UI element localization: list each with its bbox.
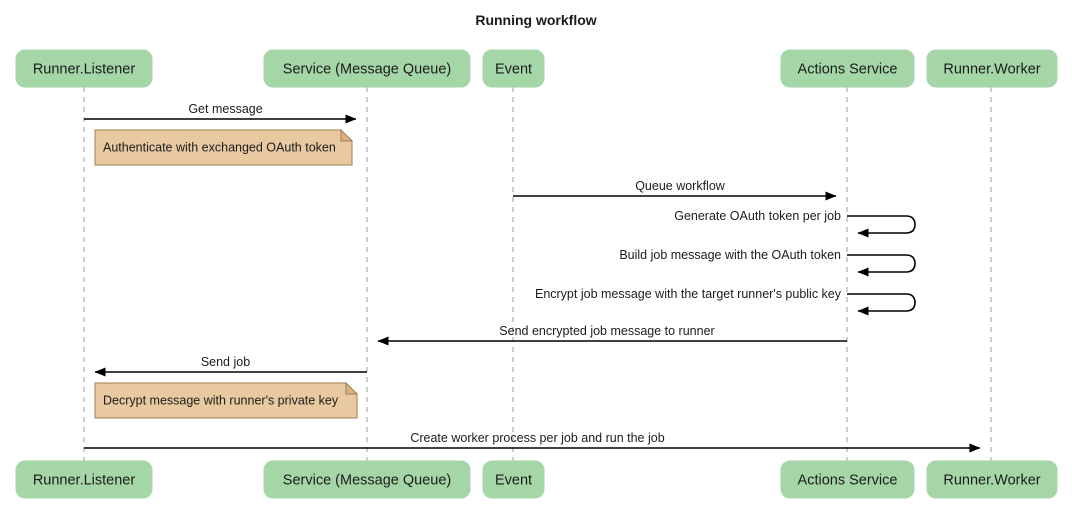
participant-box <box>482 49 545 88</box>
self-loop-path <box>847 293 916 316</box>
note-fold-corner-icon <box>340 128 354 142</box>
diagram-title: Running workflow <box>475 12 596 28</box>
participant-box <box>15 460 153 499</box>
message-label: Get message <box>188 102 262 116</box>
participant-actions-service-bottom[interactable]: Actions Service <box>780 460 915 499</box>
message-build-job-message-with-oauth-token: Build job message with the OAuth token <box>619 248 916 277</box>
participant-box <box>926 460 1058 499</box>
participant-service-message-queue-bottom[interactable]: Service (Message Queue) <box>263 460 471 499</box>
participant-runner-worker-top[interactable]: Runner.Worker <box>926 49 1058 88</box>
participant-box <box>263 460 471 499</box>
message-label: Queue workflow <box>635 179 726 193</box>
participant-runner-worker-bottom[interactable]: Runner.Worker <box>926 460 1058 499</box>
message-label: Encrypt job message with the target runn… <box>535 287 842 301</box>
self-loop-path <box>847 215 916 238</box>
lifelines-group <box>83 87 992 461</box>
message-label: Build job message with the OAuth token <box>619 248 841 262</box>
participant-label: Event <box>495 473 532 489</box>
note-fold-corner-icon <box>345 381 359 395</box>
participant-label: Service (Message Queue) <box>283 62 451 78</box>
message-label: Generate OAuth token per job <box>674 209 841 223</box>
message-get-message: Get message <box>84 102 357 124</box>
participant-box <box>482 460 545 499</box>
note-authenticate: Authenticate with exchanged OAuth token <box>94 128 354 166</box>
participant-event-top[interactable]: Event <box>482 49 545 88</box>
message-label: Create worker process per job and run th… <box>410 431 664 445</box>
participant-service-message-queue-top[interactable]: Service (Message Queue) <box>263 49 471 88</box>
participant-runner-listener-top[interactable]: Runner.Listener <box>15 49 153 88</box>
participant-box <box>780 460 915 499</box>
participant-label: Actions Service <box>798 473 898 489</box>
participant-actions-service-top[interactable]: Actions Service <box>780 49 915 88</box>
participant-runner-listener-bottom[interactable]: Runner.Listener <box>15 460 153 499</box>
participant-label: Runner.Worker <box>943 473 1040 489</box>
participant-label: Actions Service <box>798 62 898 78</box>
participant-label: Event <box>495 62 532 78</box>
note-decrypt: Decrypt message with runner's private ke… <box>94 381 359 419</box>
message-label: Send job <box>201 355 250 369</box>
message-label: Send encrypted job message to runner <box>499 324 714 338</box>
notes-group: Authenticate with exchanged OAuth tokenD… <box>94 128 359 419</box>
message-create-worker-process-per-job: Create worker process per job and run th… <box>84 431 981 453</box>
participant-box <box>926 49 1058 88</box>
message-send-encrypted-job-message-to-runner: Send encrypted job message to runner <box>377 324 847 346</box>
participant-box <box>780 49 915 88</box>
message-send-job: Send job <box>94 355 367 377</box>
participants-bottom-group: Runner.Listener Service (Message Queue) Ev… <box>15 460 1058 499</box>
participant-label: Runner.Listener <box>33 473 136 489</box>
participant-event-bottom[interactable]: Event <box>482 460 545 499</box>
participant-label: Runner.Worker <box>943 62 1040 78</box>
note-body <box>94 382 358 419</box>
participants-top-group: Runner.Listener Service (Message Queue) Ev… <box>15 49 1058 88</box>
participant-box <box>263 49 471 88</box>
message-queue-workflow: Queue workflow <box>513 179 837 201</box>
participant-box <box>15 49 153 88</box>
participant-label: Service (Message Queue) <box>283 473 451 489</box>
message-encrypt-job-message-public-key: Encrypt job message with the target runn… <box>535 287 916 316</box>
message-generate-oauth-token-per-job: Generate OAuth token per job <box>674 209 916 238</box>
participant-label: Runner.Listener <box>33 62 136 78</box>
self-loop-path <box>847 254 916 277</box>
note-label: Decrypt message with runner's private ke… <box>103 394 339 408</box>
note-label: Authenticate with exchanged OAuth token <box>103 141 336 155</box>
note-body <box>94 129 353 166</box>
